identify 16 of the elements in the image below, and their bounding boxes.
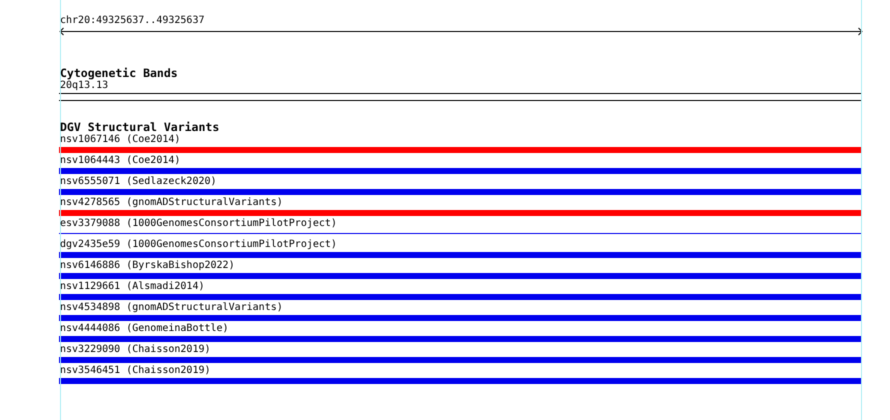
band-label: 20q13.13 [60,80,108,92]
feature-label: nsv1064443 (Coe2014) [60,155,180,167]
feature-label: nsv4278565 (gnomADStructuralVariants) [60,197,283,209]
feature-label: nsv1067146 (Coe2014) [60,134,180,146]
track-title: Cytogenetic Bands [60,67,178,80]
locus-label: chr20:49325637..49325637 [60,15,204,27]
track-title: DGV Structural Variants [60,121,220,134]
feature-label: dgv2435e59 (1000GenomesConsortiumPilotProject) [60,239,337,251]
feature-label: nsv3229090 (Chaisson2019) [60,344,211,356]
feature-label: nsv6555071 (Sedlazeck2020) [60,176,217,188]
feature-label: nsv4534898 (gnomADStructuralVariants) [60,302,283,314]
feature-label: nsv3546451 (Chaisson2019) [60,365,211,377]
feature-label: esv3379088 (1000GenomesConsortiumPilotProject) [60,218,337,230]
feature-label: nsv1129661 (Alsmadi2014) [60,281,204,293]
feature-label: nsv4444086 (GenomeinaBottle) [60,323,229,335]
feature-label: nsv6146886 (ByrskaBishop2022) [60,260,235,272]
